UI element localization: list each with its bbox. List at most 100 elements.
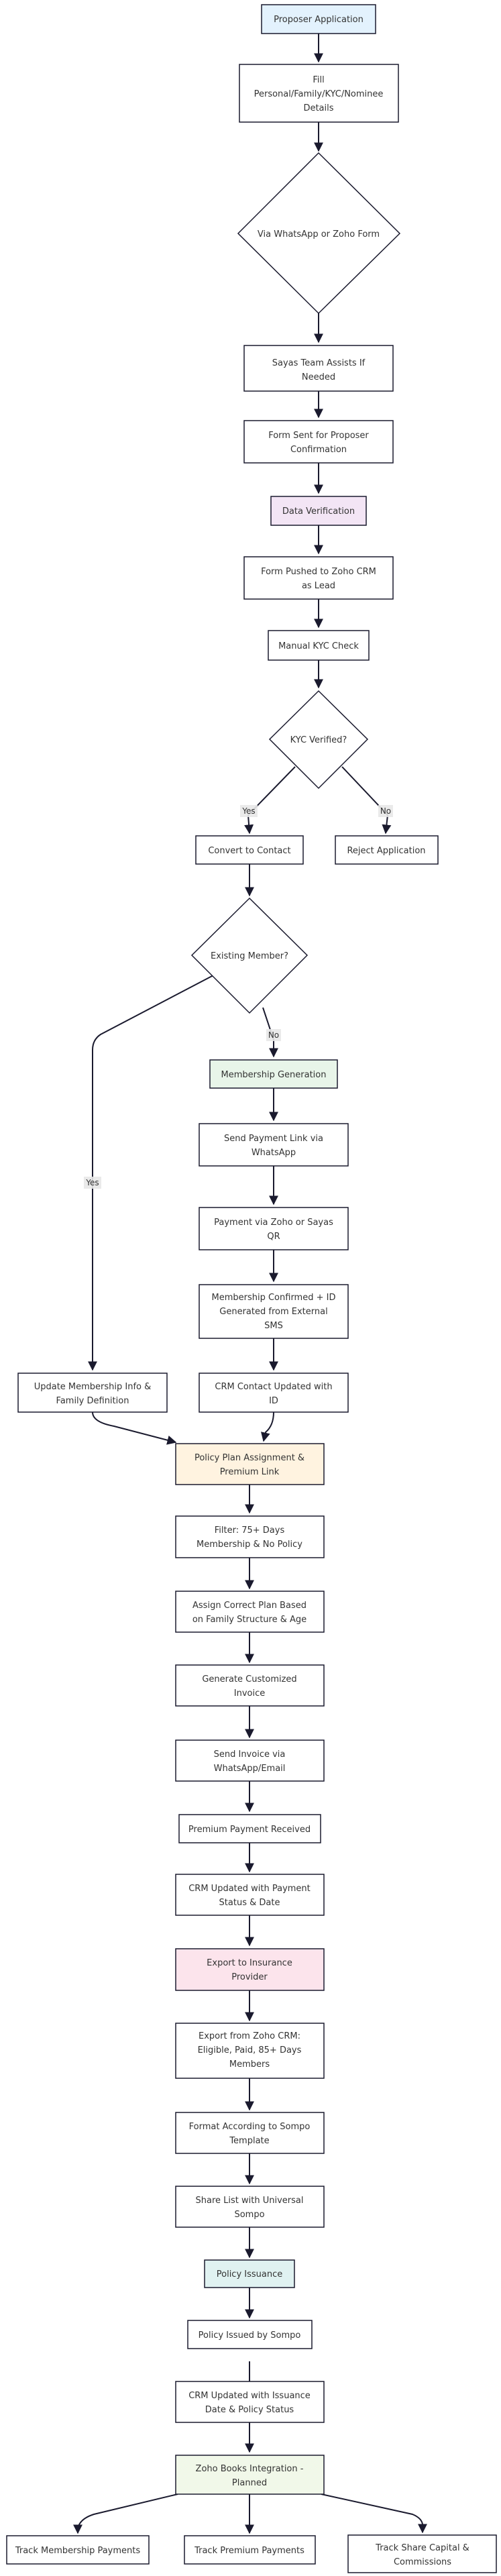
- node-proposer-application: Proposer Application: [261, 4, 376, 34]
- node-via-whatsapp: Via WhatsApp or Zoho Form: [237, 152, 401, 315]
- node-existing-member: Existing Member?: [190, 897, 309, 1014]
- node-policy-issued: Policy Issued by Sompo: [187, 2320, 313, 2349]
- node-form-sent: Form Sent for Proposer Confirmation: [243, 420, 394, 464]
- svg-text:Yes: Yes: [85, 1178, 99, 1187]
- svg-text:Details: Details: [303, 103, 333, 113]
- svg-text:Send Payment Link via: Send Payment Link via: [224, 1134, 323, 1144]
- node-send-invoice: Send Invoice via WhatsApp/Email: [175, 1739, 325, 1782]
- svg-text:Update Membership Info &: Update Membership Info &: [34, 1382, 152, 1392]
- node-data-verification: Data Verification: [270, 496, 367, 526]
- node-zoho-books: Zoho Books Integration - Planned: [175, 2455, 325, 2495]
- svg-text:Manual KYC Check: Manual KYC Check: [278, 641, 359, 651]
- svg-text:CRM Updated with Issuance: CRM Updated with Issuance: [188, 2391, 311, 2401]
- edge-label-no: No: [378, 805, 393, 817]
- svg-text:Send Invoice via: Send Invoice via: [214, 1750, 286, 1760]
- node-policy-issuance: Policy Issuance: [204, 2259, 295, 2288]
- svg-text:Generate Customized: Generate Customized: [202, 1674, 296, 1684]
- svg-text:QR: QR: [267, 1232, 280, 1242]
- svg-text:Template: Template: [229, 2136, 269, 2146]
- svg-text:Membership & No Policy: Membership & No Policy: [197, 1540, 302, 1550]
- node-payment-via: Payment via Zoho or Sayas QR: [199, 1207, 349, 1250]
- svg-text:Eligible, Paid, 85+ Days: Eligible, Paid, 85+ Days: [198, 2045, 302, 2055]
- svg-text:CRM Contact Updated with: CRM Contact Updated with: [215, 1382, 332, 1392]
- svg-text:Members: Members: [229, 2059, 270, 2070]
- node-reject-application: Reject Application: [335, 835, 439, 865]
- svg-text:Convert to Contact: Convert to Contact: [208, 846, 290, 856]
- svg-text:Share List with Universal: Share List with Universal: [196, 2196, 304, 2206]
- svg-text:ID: ID: [269, 1396, 278, 1406]
- svg-text:Policy Issuance: Policy Issuance: [217, 2269, 283, 2279]
- svg-text:Track Membership Payments: Track Membership Payments: [15, 2546, 141, 2556]
- svg-text:Format According to Sompo: Format According to Sompo: [189, 2122, 311, 2132]
- node-membership-generation: Membership Generation: [209, 1059, 338, 1089]
- node-crm-payment: CRM Updated with Payment Status & Date: [175, 1874, 325, 1916]
- node-sayas-assists: Sayas Team Assists If Needed: [243, 345, 394, 392]
- node-track-share: Track Share Capital & Commissions: [347, 2534, 497, 2573]
- node-form-pushed: Form Pushed to Zoho CRM as Lead: [243, 556, 394, 600]
- node-track-premium: Track Premium Payments: [184, 2535, 316, 2565]
- edge: [73, 2493, 178, 2534]
- svg-text:Form Sent for Proposer: Form Sent for Proposer: [268, 431, 369, 441]
- node-convert-contact: Convert to Contact: [195, 835, 304, 865]
- svg-text:Via WhatsApp or Zoho Form: Via WhatsApp or Zoho Form: [258, 229, 380, 239]
- node-share-list: Share List with Universal Sompo: [175, 2186, 325, 2228]
- svg-text:Status & Date: Status & Date: [219, 1898, 280, 1908]
- svg-text:Date & Policy Status: Date & Policy Status: [205, 2405, 294, 2415]
- svg-text:Payment via Zoho or Sayas: Payment via Zoho or Sayas: [214, 1218, 333, 1228]
- svg-text:CRM Updated with Payment: CRM Updated with Payment: [188, 1884, 311, 1894]
- node-fill-details: Fill Personal/Family/KYC/Nominee Details: [239, 64, 399, 123]
- svg-text:Invoice: Invoice: [234, 1688, 265, 1699]
- svg-text:Membership Confirmed + ID: Membership Confirmed + ID: [212, 1293, 336, 1303]
- node-crm-contact-updated: CRM Contact Updated with ID: [199, 1373, 349, 1413]
- svg-text:SMS: SMS: [264, 1321, 283, 1331]
- svg-text:Proposer Application: Proposer Application: [274, 15, 364, 25]
- edge: [321, 2493, 427, 2534]
- node-format-sompo: Format According to Sompo Template: [175, 2112, 325, 2154]
- svg-text:on Family Structure & Age: on Family Structure & Age: [192, 1615, 307, 1625]
- svg-text:Export to Insurance: Export to Insurance: [207, 1958, 292, 1968]
- svg-text:Filter: 75+ Days: Filter: 75+ Days: [215, 1525, 285, 1536]
- node-manual-kyc: Manual KYC Check: [268, 630, 370, 661]
- svg-text:Planned: Planned: [232, 2478, 267, 2488]
- edge-label-yes: Yes: [240, 805, 258, 817]
- svg-text:Zoho Books Integration -: Zoho Books Integration -: [196, 2464, 304, 2474]
- svg-text:No: No: [268, 1030, 279, 1040]
- svg-text:Track Premium Payments: Track Premium Payments: [194, 2546, 304, 2556]
- svg-text:No: No: [380, 806, 391, 816]
- edge-yes: [88, 975, 214, 1371]
- svg-text:Needed: Needed: [302, 372, 335, 382]
- node-generate-invoice: Generate Customized Invoice: [175, 1664, 325, 1707]
- node-export-insurance: Export to Insurance Provider: [175, 1948, 325, 1991]
- node-assign-plan: Assign Correct Plan Based on Family Stru…: [175, 1591, 325, 1633]
- svg-text:Assign Correct Plan Based: Assign Correct Plan Based: [192, 1601, 307, 1611]
- node-policy-plan: Policy Plan Assignment & Premium Link: [175, 1443, 325, 1485]
- edge-label-no: No: [266, 1029, 281, 1041]
- svg-text:KYC Verified?: KYC Verified?: [290, 735, 347, 745]
- svg-text:Policy Issued by Sompo: Policy Issued by Sompo: [199, 2330, 301, 2341]
- edge: [261, 1411, 274, 1442]
- svg-text:Reject Application: Reject Application: [347, 846, 425, 856]
- svg-text:as Lead: as Lead: [302, 581, 335, 591]
- node-export-zoho: Export from Zoho CRM: Eligible, Paid, 85…: [175, 2023, 325, 2079]
- svg-text:Policy Plan Assignment &: Policy Plan Assignment &: [194, 1453, 304, 1463]
- node-track-membership: Track Membership Payments: [6, 2535, 150, 2565]
- svg-text:Premium Link: Premium Link: [220, 1467, 280, 1477]
- svg-text:Confirmation: Confirmation: [290, 445, 347, 455]
- node-premium-received: Premium Payment Received: [178, 1814, 321, 1843]
- svg-text:Data Verification: Data Verification: [282, 506, 355, 517]
- svg-text:WhatsApp: WhatsApp: [252, 1148, 296, 1158]
- svg-text:WhatsApp/Email: WhatsApp/Email: [214, 1764, 286, 1774]
- svg-text:Form Pushed to Zoho CRM: Form Pushed to Zoho CRM: [261, 567, 376, 577]
- edge: [92, 1411, 177, 1445]
- node-kyc-verified: KYC Verified?: [268, 690, 369, 790]
- node-filter: Filter: 75+ Days Membership & No Policy: [175, 1515, 325, 1558]
- svg-text:Existing Member?: Existing Member?: [211, 951, 288, 961]
- edge-label-yes: Yes: [84, 1177, 101, 1189]
- node-crm-issuance-closing: CRM Updated with Issuance Date & Policy …: [175, 2381, 325, 2423]
- svg-text:Generated from External: Generated from External: [219, 1307, 327, 1317]
- svg-text:Sayas Team Assists If: Sayas Team Assists If: [272, 358, 366, 368]
- svg-text:Personal/Family/KYC/Nominee: Personal/Family/KYC/Nominee: [254, 89, 384, 99]
- svg-text:Sompo: Sompo: [234, 2210, 264, 2220]
